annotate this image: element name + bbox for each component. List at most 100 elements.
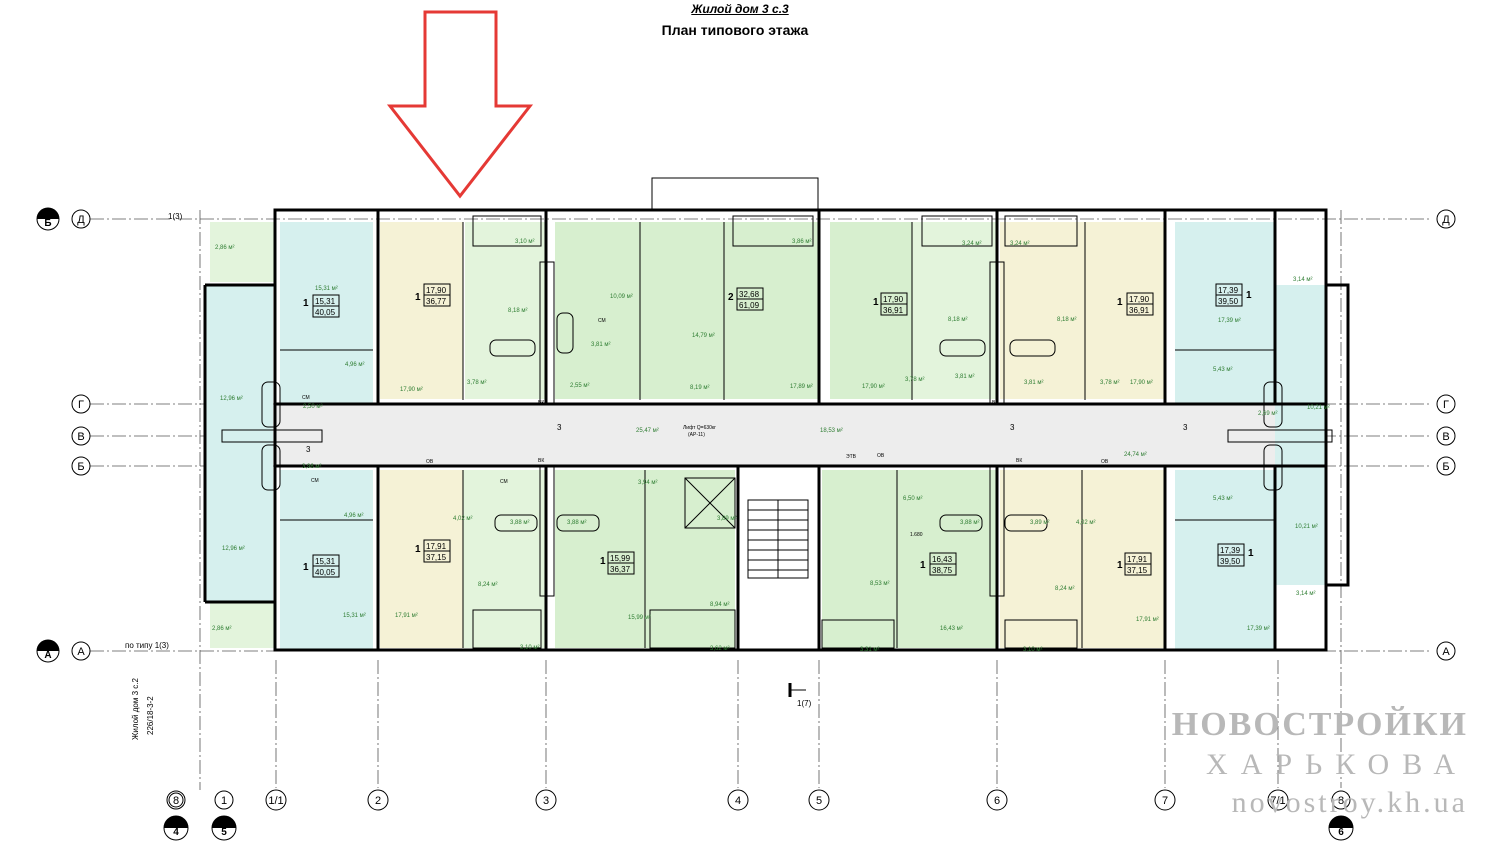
room-area: 3,88 м² [510, 520, 529, 526]
room-area: 17,89 м² [790, 384, 813, 390]
axis-col-right: 6 [1338, 827, 1344, 838]
room-area: 2,69 м² [1258, 411, 1277, 417]
axis-col-right: 8 [1338, 795, 1344, 807]
room-area: 3,24 м² [1010, 241, 1029, 247]
apartment-rooms: 1 [1117, 297, 1123, 308]
axis-col-left: 8 [173, 795, 179, 807]
room-area: 3,14 м² [1296, 591, 1315, 597]
room-area: 10,21 м² [1295, 524, 1318, 530]
washer-label: СМ [302, 395, 310, 401]
axis-col-left: 4 [173, 827, 179, 838]
room-area: 3,10 м² [1023, 647, 1042, 653]
ventilation-label: ВК [992, 400, 998, 406]
apartment-total-area: 36,91 [883, 306, 904, 315]
apartment-total-area: 38,75 [932, 566, 953, 575]
room-area: 3,89 м² [1030, 520, 1049, 526]
apartment-rooms: 1 [303, 298, 309, 309]
section-marks: Б А [36, 207, 60, 663]
axis-row-right: А [1442, 646, 1450, 658]
apartment-rooms: 1 [600, 556, 606, 567]
axis-row-left: Д [77, 214, 85, 226]
apartment-living-area: 15,31 [315, 557, 336, 566]
axis-markers-left: Д Г В Б А [71, 209, 91, 661]
axis-col: 2 [375, 795, 381, 807]
washer-label: СМ [311, 478, 319, 484]
apartment-total-area: 36,91 [1129, 306, 1150, 315]
room-area: 3,96 м² [302, 464, 321, 470]
watermark-line1: НОВОСТРОЙКИ [1171, 706, 1468, 743]
axis-col: 4 [735, 795, 741, 807]
apartment-total-area: 61,09 [739, 301, 760, 310]
ref-top-label: 1(3) [168, 212, 183, 221]
window-label: ОВ [1101, 459, 1109, 465]
corridor-labels: 3 3 3 3 25,47 м² 18,53 м² 24,74 м² [306, 423, 1188, 458]
axis-row-right: Г [1443, 399, 1449, 411]
apartment-rooms: 1 [873, 297, 879, 308]
apartment-labels: 1 15,31 40,05 1 17,90 36,77 2 32,68 61,0… [303, 283, 1254, 578]
room-area: 8,19 м² [690, 385, 709, 391]
room-area: 4,96 м² [345, 362, 364, 368]
apartment-total-area: 39,50 [1220, 557, 1241, 566]
apartment-rooms: 2 [728, 292, 734, 303]
room-area: 14,79 м² [692, 333, 715, 339]
room-area: 12,96 м² [220, 396, 243, 402]
apartment-total-area: 39,50 [1218, 297, 1239, 306]
room-area: 4,02 м² [1076, 520, 1095, 526]
axis-row-right: В [1442, 431, 1449, 443]
bathroom-cores [221, 261, 1333, 597]
project-code-label: 226/18-3-2 [146, 696, 155, 735]
dim-label: 1.680 [910, 532, 923, 538]
room-area: 3,78 м² [467, 380, 486, 386]
room-area: 17,90 м² [862, 384, 885, 390]
axis-col-left: 5 [221, 827, 227, 838]
window-label: ОВ [426, 459, 434, 465]
room-area: 2,86 м² [212, 626, 231, 632]
room-area: 8,24 м² [1055, 586, 1074, 592]
room-area: 2,55 м² [570, 383, 589, 389]
room-area: 3,94 м² [638, 480, 657, 486]
fixture-labels: ВК ВК ВК ВК СМ СМ СМ СМ ОВ ОВ ОВ ЭТВ [302, 318, 1109, 485]
red-arrow-icon [386, 10, 534, 199]
room-area: 10,21 м² [1307, 405, 1330, 411]
room-area: 17,90 м² [400, 387, 423, 393]
washer-label: СМ [598, 318, 606, 324]
room-area: 8,24 м² [478, 582, 497, 588]
floor-number: 3 [306, 445, 311, 454]
ventilation-label: ВК [1016, 458, 1022, 464]
room-area: 8,53 м² [870, 581, 889, 587]
room-area: 15,31 м² [315, 286, 338, 292]
section-mark-b: Б [44, 218, 51, 229]
room-area: 17,91 м² [1136, 617, 1159, 623]
axis-row-left: Б [77, 461, 84, 473]
apartment-total-area: 40,05 [315, 568, 336, 577]
room-area: 10,09 м² [610, 294, 633, 300]
ventilation-label: ВК [538, 400, 544, 406]
apartment-rooms: 1 [1246, 290, 1252, 301]
axis-col: 3 [543, 795, 549, 807]
apartment-total-area: 37,15 [426, 553, 447, 562]
room-area: 8,18 м² [948, 317, 967, 323]
floor-number: 3 [1010, 423, 1015, 432]
room-area: 5,43 м² [1213, 367, 1232, 373]
apartment-rooms: 1 [920, 560, 926, 571]
axis-markers-bottom: 1/1 2 3 4 5 6 7 7/1 [265, 789, 1289, 811]
room-area: 12,96 м² [222, 546, 245, 552]
apartment-total-area: 37,15 [1127, 566, 1148, 575]
apartment-rooms: 1 [1117, 560, 1123, 571]
lift-ref-label: (АР-11) [688, 432, 705, 438]
room-area: 3,88 м² [960, 520, 979, 526]
axis-col: 7 [1162, 795, 1168, 807]
axis-col: 5 [816, 795, 822, 807]
room-area: 8,94 м² [710, 602, 729, 608]
axis-markers-right: Д Г В Б А [1436, 209, 1456, 661]
section-mark-a: А [44, 650, 51, 661]
apartment-total-area: 36,77 [426, 297, 447, 306]
room-area: 3,14 м² [1293, 277, 1312, 283]
washer-label: СМ [500, 479, 508, 485]
room-area: 15,31 м² [343, 613, 366, 619]
room-area: 3,10 м² [520, 645, 539, 651]
room-fills [205, 222, 1325, 650]
cut-label: 1(7) [797, 699, 812, 708]
corridor-area: 25,47 м² [636, 428, 659, 434]
